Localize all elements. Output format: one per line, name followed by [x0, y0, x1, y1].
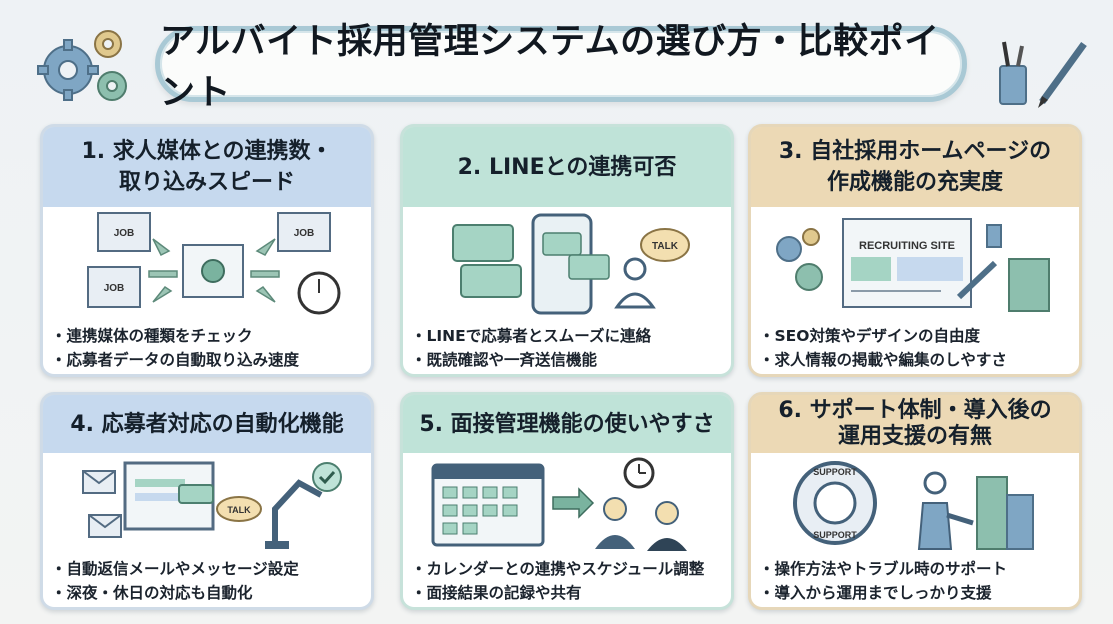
person-icon — [603, 497, 627, 521]
card-heading-line: 作成機能の充実度 — [826, 170, 1003, 195]
bullet-item: カレンダーとの連携やスケジュール調整 — [425, 557, 717, 581]
bullet-item: 操作方法やトラブル時のサポート — [773, 557, 1065, 581]
chat-bubble-icon — [460, 264, 522, 298]
talk-bubble-icon — [640, 228, 690, 262]
card-illustration: RECRUITING SITE — [751, 207, 1079, 320]
person-icon — [923, 471, 947, 495]
card-heading-line: 2. LINEとの連携可否 — [457, 154, 677, 180]
card-illustration: TALK — [43, 453, 371, 553]
card-recruiting-site: 3. 自社採用ホームページの 作成機能の充実度 RECRUITING SITE … — [748, 124, 1082, 377]
card-heading-line: 取り込みスピード — [118, 170, 295, 195]
card-illustration: SUPPORT SUPPORT — [751, 453, 1079, 553]
card-heading: 3. 自社採用ホームページの 作成機能の充実度 — [751, 127, 1079, 207]
card-heading-line: 1. 求人媒体との連携数・ — [81, 139, 333, 164]
building-icon — [1006, 494, 1034, 550]
card-media-integration: 1. 求人媒体との連携数・ 取り込みスピード JOB JOB JOB — [40, 124, 374, 377]
card-heading-line: 4. 応募者対応の自動化機能 — [70, 411, 344, 437]
chat-bubble-icon — [178, 484, 214, 504]
talk-label: TALK — [652, 241, 679, 252]
talk-label: TALK — [227, 505, 251, 515]
bullet-item: 導入から運用までしっかり支援 — [773, 581, 1065, 605]
card-bullets: LINEで応募者とスムーズに連絡 既読確認や一斉送信機能 — [403, 320, 731, 374]
building-icon — [976, 476, 1008, 550]
talk-bubble-icon — [216, 496, 262, 522]
card-bullets: 操作方法やトラブル時のサポート 導入から運用までしっかり支援 — [751, 553, 1079, 607]
page-title-banner: アルバイト採用管理システムの選び方・比較ポイント — [155, 22, 967, 113]
card-interview-management: 5. 面接管理機能の使いやすさ カレンダーとの連携やスケジュール調整 面接結果の… — [400, 392, 734, 610]
card-illustration — [403, 453, 731, 553]
support-label: SUPPORT — [813, 530, 857, 540]
gear-icon — [201, 259, 225, 283]
job-board-icon: JOB — [97, 212, 151, 252]
card-bullets: 連携媒体の種類をチェック 応募者データの自動取り込み速度 — [43, 320, 371, 374]
bullet-item: 応募者データの自動取り込み速度 — [65, 348, 357, 372]
card-heading-line: 5. 面接管理機能の使いやすさ — [419, 411, 715, 437]
bullet-item: 既読確認や一斉送信機能 — [425, 348, 717, 372]
bullet-item: 求人情報の掲載や編集のしやすさ — [773, 348, 1065, 372]
bullet-item: 自動返信メールやメッセージ設定 — [65, 557, 357, 581]
support-label: SUPPORT — [813, 467, 857, 477]
person-icon — [655, 501, 679, 525]
pen-icon — [956, 260, 998, 300]
bullet-item: 深夜・休日の対応も自動化 — [65, 581, 357, 605]
job-label: JOB — [294, 228, 315, 239]
card-heading-line: 運用支援の有無 — [837, 424, 992, 449]
gear-icon — [776, 236, 802, 262]
site-label: RECRUITING SITE — [859, 240, 955, 252]
gear-icon — [795, 263, 823, 291]
gear-icon — [802, 228, 820, 246]
job-board-icon: JOB — [87, 266, 141, 308]
bullet-item: SEO対策やデザインの自由度 — [773, 324, 1065, 348]
bullet-item: LINEで応募者とスムーズに連絡 — [425, 324, 717, 348]
card-heading: 2. LINEとの連携可否 — [403, 127, 731, 207]
robot-arm-icon — [272, 479, 323, 545]
card-heading: 6. サポート体制・導入後の 運用支援の有無 — [751, 395, 1079, 453]
handshake-icon — [946, 512, 974, 526]
person-icon — [623, 257, 647, 281]
card-line-integration: 2. LINEとの連携可否 TALK LINEで応募者とスムーズに連絡 既読確認… — [400, 124, 734, 377]
job-label: JOB — [104, 283, 125, 294]
gears-icon — [37, 30, 127, 101]
arrow-icon — [552, 487, 595, 519]
pencil-cup-icon — [999, 41, 1087, 108]
card-bullets: SEO対策やデザインの自由度 求人情報の掲載や編集のしやすさ — [751, 320, 1079, 374]
card-bullets: カレンダーとの連携やスケジュール調整 面接結果の記録や共有 — [403, 553, 731, 607]
bullet-item: 面接結果の記録や共有 — [425, 581, 717, 605]
card-heading: 4. 応募者対応の自動化機能 — [43, 395, 371, 453]
bullet-item: 連携媒体の種類をチェック — [65, 324, 357, 348]
job-board-icon: JOB — [277, 212, 331, 252]
card-illustration: JOB JOB JOB — [43, 207, 371, 320]
card-bullets: 自動返信メールやメッセージ設定 深夜・休日の対応も自動化 — [43, 553, 371, 607]
card-automation: 4. 応募者対応の自動化機能 TALK 自動返信メールやメッセージ設定 深夜・休… — [40, 392, 374, 610]
card-support: 6. サポート体制・導入後の 運用支援の有無 SUPPORT SUPPORT 操… — [748, 392, 1082, 610]
chat-bubble-icon — [452, 224, 514, 262]
check-icon — [312, 462, 342, 492]
building-icon — [1008, 258, 1050, 312]
pencil-cup-icon — [986, 224, 1002, 248]
card-heading-line: 3. 自社採用ホームページの — [778, 139, 1052, 164]
job-label: JOB — [114, 228, 135, 239]
page-title: アルバイト採用管理システムの選び方・比較ポイント — [160, 22, 940, 113]
card-illustration: TALK — [403, 207, 731, 320]
card-heading: 1. 求人媒体との連携数・ 取り込みスピード — [43, 127, 371, 207]
card-heading-line: 6. サポート体制・導入後の — [778, 398, 1052, 423]
arrow-icons — [148, 238, 280, 303]
card-heading: 5. 面接管理機能の使いやすさ — [403, 395, 731, 453]
